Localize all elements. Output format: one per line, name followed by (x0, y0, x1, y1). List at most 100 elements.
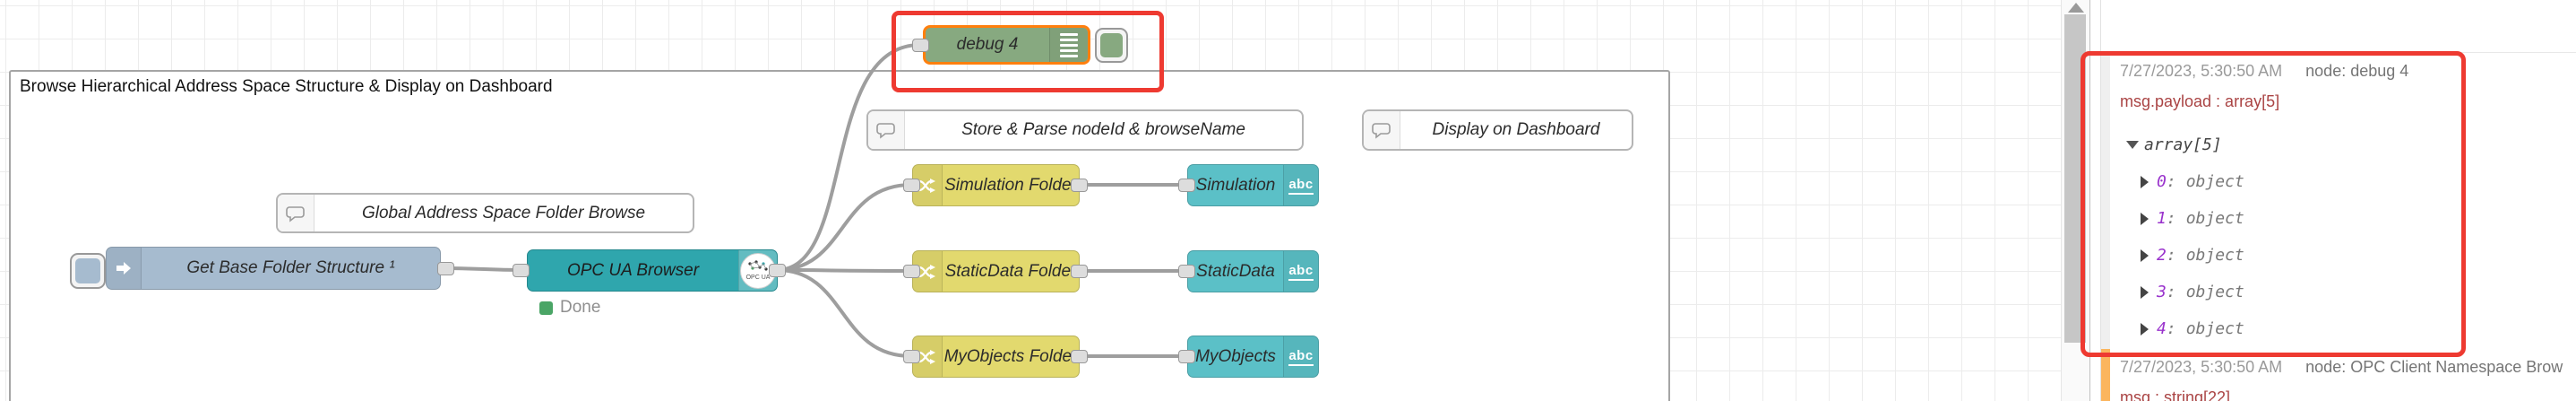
expand-caret-icon[interactable] (2141, 285, 2149, 299)
collapse-caret-icon[interactable] (2126, 141, 2139, 149)
port-output-opcua[interactable] (769, 264, 786, 277)
opcua-icon-caption: OPC UA (745, 275, 771, 281)
tree-item-key: 4 (2157, 319, 2167, 338)
node-label: MyObjects (1195, 346, 1276, 366)
tree-item-separator: : (2166, 319, 2176, 338)
abc-text-icon: abc (1283, 165, 1318, 205)
node-text-myobjects[interactable]: MyObjects abc (1187, 336, 1319, 378)
tree-item: 1:object (2126, 200, 2244, 237)
abc-text-icon: abc (1283, 336, 1318, 377)
node-text-simulation[interactable]: Simulation abc (1187, 164, 1319, 206)
tree-item-value: object (2185, 209, 2244, 228)
node-opcua-browser[interactable]: OPC UA Browser OPC UA (527, 249, 778, 292)
tree-item-value: object (2185, 283, 2244, 301)
port-input-debug[interactable] (912, 39, 929, 52)
port-output-switch-myobjects[interactable] (1071, 350, 1088, 363)
node-text-staticdata[interactable]: StaticData abc (1187, 250, 1319, 292)
wire-opcua-switch2 (775, 268, 913, 273)
tree-item-key: 1 (2157, 209, 2167, 228)
annotation-highlight-debug-node (892, 11, 1164, 92)
wire-opcua-debug (775, 43, 922, 272)
scrollbar-up-arrow-icon[interactable] (2067, 3, 2084, 13)
node-label: OPC UA Browser (566, 260, 700, 280)
node-switch-myobjects[interactable]: MyObjects Folder (912, 336, 1080, 378)
tree-item: 2:object (2126, 237, 2244, 274)
expand-caret-icon[interactable] (2141, 248, 2149, 262)
node-comment-display-dashboard[interactable]: Display on Dashboard (1362, 109, 1633, 151)
status-text: Done (560, 298, 601, 317)
comment-bubble-icon (1364, 111, 1400, 149)
port-input-switch-staticdata[interactable] (903, 265, 920, 278)
node-label: MyObjects Folder (943, 346, 1078, 366)
node-label: Get Base Folder Structure ¹ (186, 258, 395, 277)
node-debug[interactable]: debug 4 (923, 25, 1090, 65)
wire-opcua-switch3 (775, 268, 913, 358)
wire-inject-opcua (444, 266, 523, 272)
annotation-highlight-debug-message (2081, 51, 2466, 357)
debug-toggle-button[interactable] (1095, 28, 1128, 63)
tree-item-value: object (2185, 319, 2244, 338)
expand-caret-icon[interactable] (2141, 322, 2149, 336)
port-input-text-staticdata[interactable] (1178, 265, 1195, 278)
node-inject[interactable]: Get Base Folder Structure ¹ (106, 247, 441, 290)
comment-bubble-icon (868, 111, 905, 149)
node-switch-staticdata[interactable]: StaticData Folder (912, 250, 1080, 292)
debug-icon (1049, 28, 1088, 62)
port-output-switch-simulation[interactable] (1071, 179, 1088, 192)
tree-item-value: object (2185, 172, 2244, 191)
debug-message: 7/27/2023, 5:30:50 AM node: debug 4 msg.p… (2101, 52, 2576, 350)
status-dot-icon (539, 301, 553, 315)
tree-item-separator: : (2166, 283, 2176, 301)
switch-shuffle-icon (913, 336, 943, 377)
node-label: debug 4 (956, 35, 1019, 54)
node-comment-global-browse[interactable]: Global Address Space Folder Browse (276, 193, 694, 233)
wires-layer (444, 43, 1188, 358)
message-timestamp: 7/27/2023, 5:30:50 AM (2120, 62, 2283, 80)
node-label: StaticData Folder (944, 261, 1077, 281)
inject-trigger-button[interactable] (70, 253, 106, 289)
group-title: Browse Hierarchical Address Space Struct… (20, 77, 553, 96)
expand-caret-icon[interactable] (2141, 175, 2149, 188)
node-label: Simulation Folder (944, 175, 1077, 195)
node-label: StaticData (1196, 261, 1275, 281)
port-input-opcua[interactable] (513, 264, 530, 277)
tree-item: 3: object (2126, 274, 2244, 310)
port-input-text-simulation[interactable] (1178, 179, 1195, 192)
node-label: Simulation (1195, 175, 1276, 195)
message-source-node: node: debug 4 (2305, 62, 2409, 80)
message-source-node: node: OPC Client Namespace Brow (2305, 358, 2563, 376)
comment-bubble-icon (278, 195, 314, 231)
tree-item-separator: : (2166, 246, 2176, 265)
inject-arrow-icon (107, 248, 142, 289)
port-output-switch-staticdata[interactable] (1071, 265, 1088, 278)
abc-text-icon: abc (1283, 251, 1318, 292)
message-source-strip (2101, 349, 2110, 401)
node-comment-store-parse[interactable]: Store & Parse nodeId & browseName (866, 109, 1304, 151)
port-input-text-myobjects[interactable] (1178, 350, 1195, 363)
node-label: Display on Dashboard (1432, 120, 1600, 139)
message-payload-label: msg : string[22] (2120, 388, 2231, 401)
inject-button-fill (75, 258, 100, 283)
tree-item-value: object (2185, 246, 2244, 265)
wire-opcua-switch1 (775, 183, 913, 272)
message-source-strip (2101, 53, 2110, 349)
node-switch-simulation[interactable]: Simulation Folder (912, 164, 1080, 206)
tree-item-separator: : (2166, 172, 2176, 191)
port-input-switch-simulation[interactable] (903, 179, 920, 192)
message-payload-label: msg.payload : array[5] (2120, 92, 2280, 110)
switch-shuffle-icon (913, 251, 943, 292)
tree-root-label: array[5] (2144, 135, 2222, 154)
port-input-switch-myobjects[interactable] (903, 350, 920, 363)
node-status: Done (539, 298, 600, 318)
expand-caret-icon[interactable] (2141, 212, 2149, 225)
payload-tree: array[5] 0:object 1:object 2:object 3:ob… (2126, 126, 2244, 347)
node-label: Global Address Space Folder Browse (361, 203, 646, 222)
node-label: Store & Parse nodeId & browseName (961, 120, 1245, 139)
tree-item-key: 3 (2157, 283, 2167, 301)
port-output-inject[interactable] (437, 262, 454, 275)
tree-item: 4: object (2126, 310, 2244, 347)
debug-sidebar: 7/27/2023, 5:30:50 AM node: debug 4 msg.p… (2089, 0, 2576, 401)
flow-canvas[interactable]: Browse Hierarchical Address Space Struct… (0, 0, 2061, 401)
